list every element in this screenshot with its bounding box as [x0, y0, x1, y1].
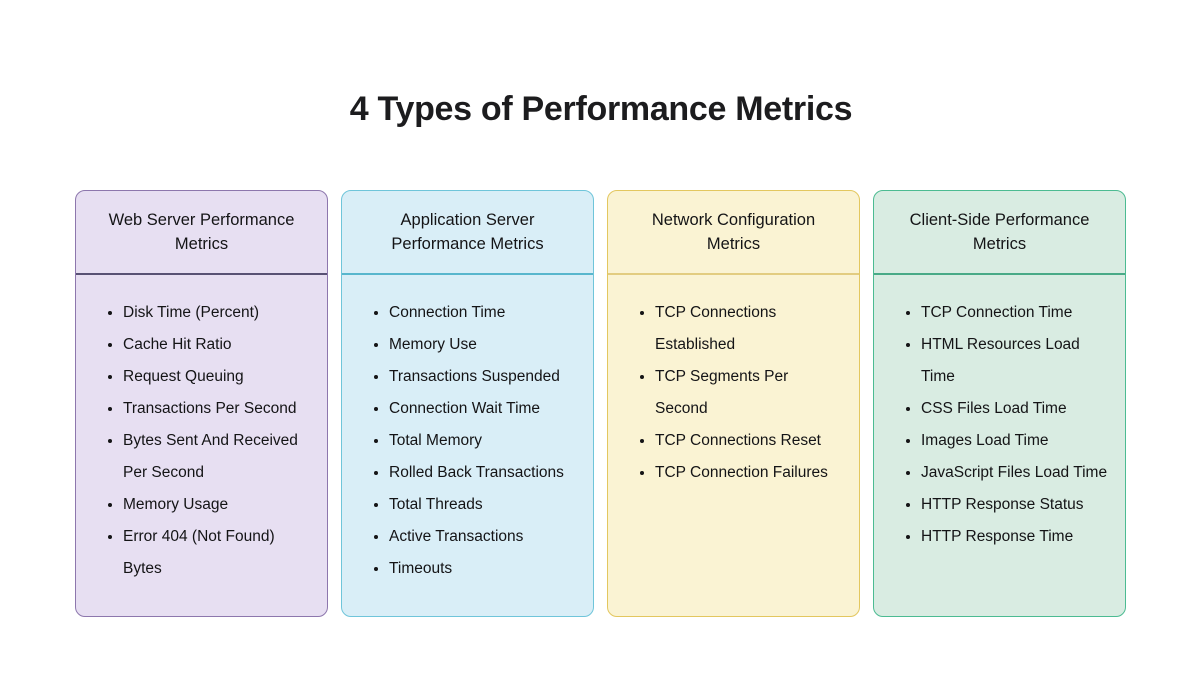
card-network-configuration-metrics: Network Configuration Metrics TCP Connec…: [607, 190, 860, 617]
metric-list: TCP Connection TimeHTML Resources Load T…: [874, 297, 1111, 553]
card-header: Network Configuration Metrics: [608, 191, 859, 275]
metric-item: Transactions Suspended: [389, 361, 579, 393]
card-title: Web Server Performance Metrics: [108, 211, 295, 253]
metric-item: TCP Connection Time: [921, 297, 1111, 329]
card-web-server-performance-metrics: Web Server Performance Metrics Disk Time…: [75, 190, 328, 617]
metric-item: JavaScript Files Load Time: [921, 457, 1111, 489]
metric-item: TCP Connection Failures: [655, 457, 845, 489]
metric-item: Cache Hit Ratio: [123, 329, 313, 361]
metric-list: Connection TimeMemory UseTransactions Su…: [342, 297, 579, 585]
metric-item: Images Load Time: [921, 425, 1111, 457]
metric-item: TCP Segments Per Second: [655, 361, 845, 425]
metric-item: Request Queuing: [123, 361, 313, 393]
metric-item: HTTP Response Time: [921, 521, 1111, 553]
metric-list: TCP Connections EstablishedTCP Segments …: [608, 297, 845, 489]
metric-item: Memory Usage: [123, 489, 313, 521]
metric-item: Total Threads: [389, 489, 579, 521]
metric-item: Disk Time (Percent): [123, 297, 313, 329]
page-title: 4 Types of Performance Metrics: [349, 90, 853, 128]
card-client-side-performance-metrics: Client-Side Performance Metrics TCP Conn…: [873, 190, 1126, 617]
metric-item: Connection Wait Time: [389, 393, 579, 425]
metric-item: Connection Time: [389, 297, 579, 329]
metric-item: Memory Use: [389, 329, 579, 361]
metric-item: TCP Connections Established: [655, 297, 845, 361]
metric-list: Disk Time (Percent)Cache Hit RatioReques…: [76, 297, 313, 585]
metric-item: HTTP Response Status: [921, 489, 1111, 521]
metric-item: TCP Connections Reset: [655, 425, 845, 457]
card-application-server-performance-metrics: Application Server Performance Metrics C…: [341, 190, 594, 617]
card-header: Application Server Performance Metrics: [342, 191, 593, 275]
card-title: Network Configuration Metrics: [651, 211, 816, 253]
card-header: Web Server Performance Metrics: [76, 191, 327, 275]
metric-item: HTML Resources Load Time: [921, 329, 1111, 393]
metric-item: Active Transactions: [389, 521, 579, 553]
metric-item: Transactions Per Second: [123, 393, 313, 425]
metric-item: Error 404 (Not Found) Bytes: [123, 521, 313, 585]
metric-cards-row: Web Server Performance Metrics Disk Time…: [75, 190, 1127, 617]
metric-item: Total Memory: [389, 425, 579, 457]
metric-item: Timeouts: [389, 553, 579, 585]
card-title: Application Server Performance Metrics: [391, 211, 544, 253]
metric-item: CSS Files Load Time: [921, 393, 1111, 425]
card-title: Client-Side Performance Metrics: [909, 211, 1090, 253]
metric-item: Bytes Sent And Received Per Second: [123, 425, 313, 489]
metric-item: Rolled Back Transactions: [389, 457, 579, 489]
card-header: Client-Side Performance Metrics: [874, 191, 1125, 275]
